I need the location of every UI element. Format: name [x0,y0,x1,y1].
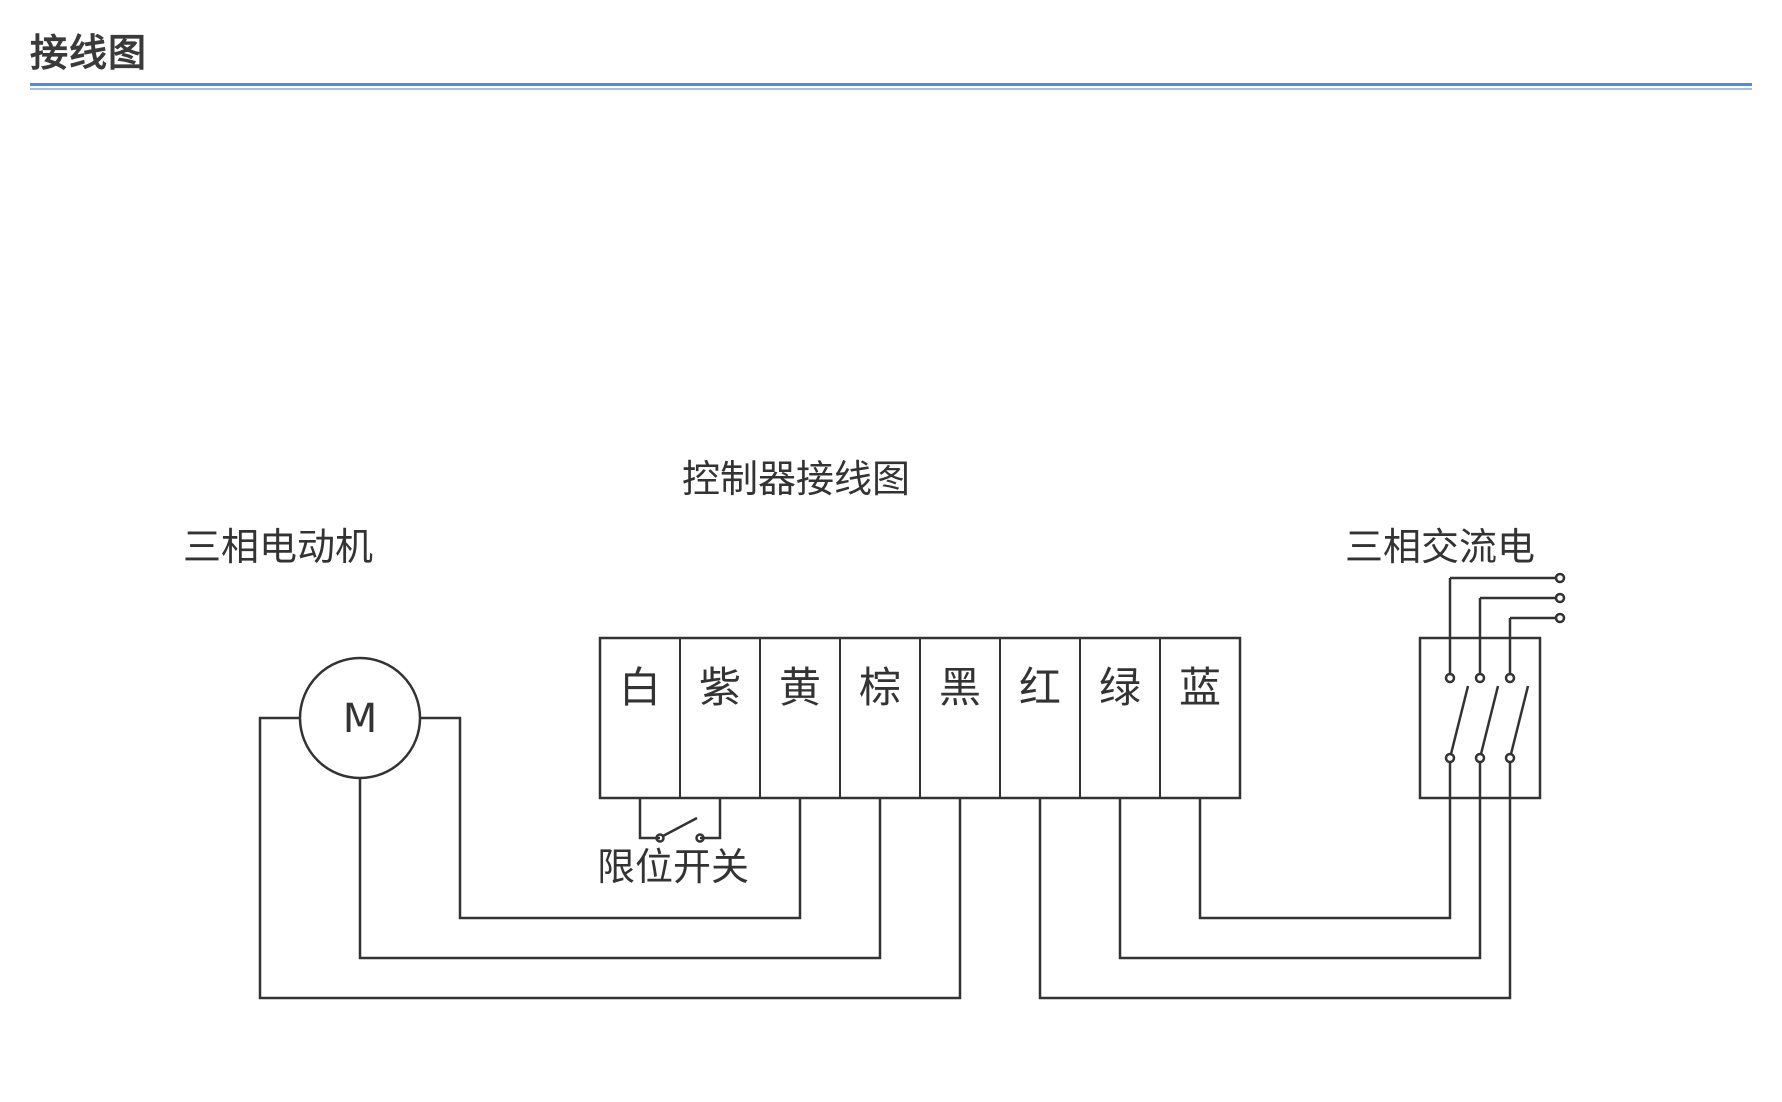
limit-switch-symbol [638,798,722,843]
wire-yellow [420,716,802,920]
three-phase-breaker [1418,572,1566,800]
wire-brown [358,778,882,960]
motor-letter: M [343,696,378,742]
terminal-purple: 紫 [699,663,741,712]
wire-green [1118,758,1482,960]
terminal-white: 白 [619,663,661,712]
wire-red [1038,758,1512,1000]
motor-label: 三相电动机 [183,525,373,569]
terminal-black: 黑 [939,663,981,712]
ac-wires [1038,758,1512,1000]
terminal-yellow: 黄 [779,663,821,712]
controller-terminal-block: 白 紫 黄 棕 黑 红 绿 蓝 [598,636,1242,800]
motor-wires [258,716,962,1000]
controller-title: 控制器接线图 [682,457,910,501]
header-divider [30,83,1752,91]
terminal-blue: 蓝 [1179,663,1221,712]
terminal-red: 红 [1019,663,1061,712]
ac-power-label: 三相交流电 [1345,525,1535,569]
terminal-brown: 棕 [859,663,901,712]
terminal-green: 绿 [1099,663,1141,712]
wire-black [258,716,962,1000]
page-title: 接线图 [30,31,148,75]
limit-switch-label: 限位开关 [597,845,749,889]
motor-symbol: M [298,656,422,780]
wire-blue [1198,758,1452,920]
